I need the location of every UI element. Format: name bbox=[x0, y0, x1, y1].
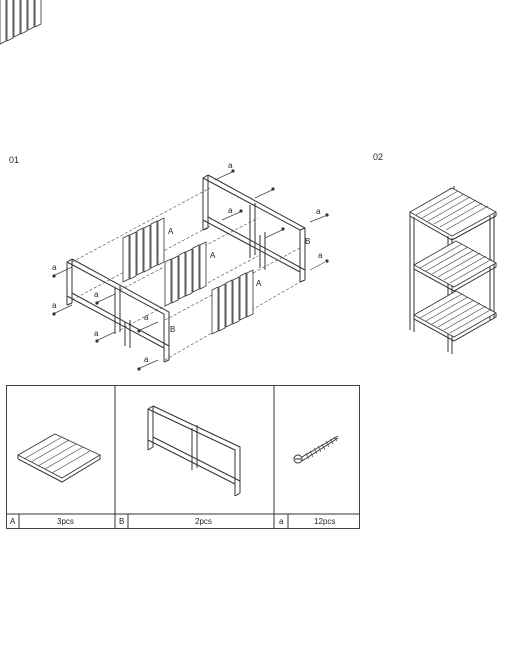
label-a: a bbox=[228, 206, 233, 215]
parts-list bbox=[6, 385, 360, 529]
label-a: a bbox=[228, 161, 233, 170]
step-number-1: 01 bbox=[9, 155, 20, 165]
label-A: A bbox=[210, 251, 216, 260]
part-qty-A: 3pcs bbox=[57, 517, 74, 526]
label-B: B bbox=[170, 325, 175, 334]
part-qty-a: 12pcs bbox=[314, 517, 336, 526]
shelf-panel-1 bbox=[0, 0, 42, 45]
label-a: a bbox=[318, 251, 323, 260]
part-letter-a: a bbox=[279, 517, 284, 526]
part-letter-A: A bbox=[10, 517, 16, 526]
label-A: A bbox=[256, 279, 262, 288]
label-a: a bbox=[144, 355, 149, 364]
label-a: a bbox=[52, 301, 57, 310]
label-A: A bbox=[168, 227, 174, 236]
label-a: a bbox=[316, 207, 321, 216]
slatted-shelf-icon bbox=[17, 433, 101, 483]
label-B: B bbox=[305, 237, 310, 246]
label-a: a bbox=[144, 313, 149, 322]
ladder-side-frame-icon bbox=[147, 405, 241, 497]
assembled-shelf-unit bbox=[409, 186, 497, 354]
front-side-frame bbox=[66, 258, 170, 363]
back-side-frame bbox=[202, 174, 306, 283]
screw-group bbox=[52, 169, 329, 371]
step-number-2: 02 bbox=[373, 152, 384, 162]
label-a: a bbox=[94, 329, 99, 338]
label-a: a bbox=[52, 263, 57, 272]
screw-icon bbox=[293, 435, 339, 464]
part-qty-B: 2pcs bbox=[195, 517, 212, 526]
part-letter-B: B bbox=[119, 517, 125, 526]
label-a: a bbox=[94, 290, 99, 299]
